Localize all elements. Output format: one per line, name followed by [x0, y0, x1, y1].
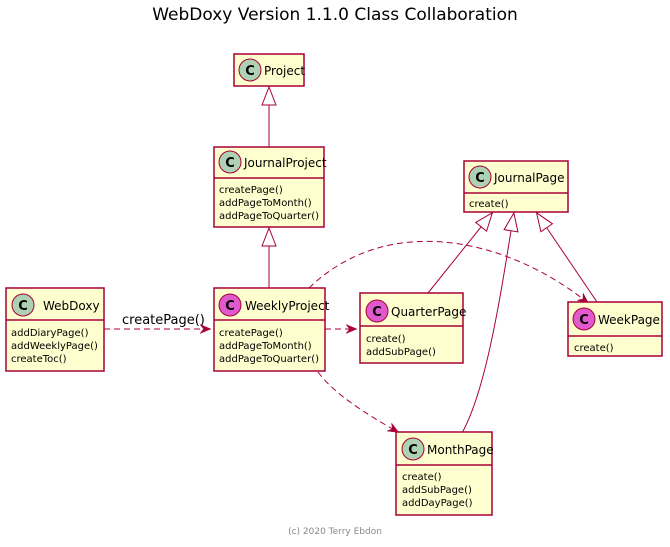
- method: addPageToQuarter(): [219, 354, 319, 365]
- edge-label-create-page: createPage(): [122, 313, 205, 328]
- class-icon: [401, 437, 425, 461]
- class-icon: [238, 58, 262, 82]
- class-icon-letter: C: [475, 171, 485, 186]
- class-journal-page: C JournalPage create(): [463, 160, 569, 213]
- class-name: WebDoxy: [43, 299, 100, 313]
- method: addPageToQuarter(): [219, 211, 319, 222]
- method: addDiaryPage(): [11, 328, 89, 339]
- class-name: JournalPage: [493, 171, 565, 185]
- class-icon-letter: C: [372, 305, 382, 320]
- method: addPageToMonth(): [219, 341, 312, 352]
- method: create(): [402, 472, 442, 483]
- method: addSubPage(): [402, 485, 472, 496]
- method: create(): [366, 334, 406, 345]
- class-month-page: C MonthPage create() addSubPage() addDay…: [395, 431, 494, 516]
- method: addPageToMonth(): [219, 198, 312, 209]
- method: createToc(): [11, 354, 67, 365]
- method: createPage(): [219, 185, 283, 196]
- class-week-page: C WeekPage create(): [567, 301, 663, 357]
- edge-weekpage-to-journalpage: [535, 212, 598, 303]
- class-icon: [468, 165, 492, 189]
- method: addWeeklyPage(): [11, 341, 98, 352]
- method: create(): [574, 343, 614, 354]
- class-icon: [11, 293, 35, 317]
- class-icon-letter: C: [225, 156, 235, 171]
- class-icon: [218, 150, 242, 174]
- class-icon: [365, 299, 389, 323]
- class-name: WeekPage: [598, 313, 660, 327]
- class-icon-letter: C: [579, 313, 589, 328]
- edge-weeklyproject-to-weekpage: [308, 240, 588, 303]
- edge-monthpage-to-journalpage: [461, 212, 514, 434]
- class-weekly-project: C WeeklyProject createPage() addPageToMo…: [213, 287, 330, 372]
- class-project: C Project: [233, 53, 305, 87]
- class-name: JournalProject: [243, 156, 327, 170]
- edge-weeklyproject-to-monthpage: [317, 371, 398, 432]
- footer-copyright: (c) 2020 Terry Ebdon: [288, 527, 382, 537]
- method: createPage(): [219, 328, 283, 339]
- class-icon-letter: C: [408, 443, 418, 458]
- class-name: Project: [264, 64, 305, 78]
- class-icon-letter: C: [225, 299, 235, 314]
- method: addDayPage(): [402, 498, 473, 509]
- method: addSubPage(): [366, 347, 436, 358]
- diagram-title: WebDoxy Version 1.1.0 Class Collaboratio…: [152, 5, 518, 25]
- edges: [104, 86, 598, 434]
- class-webdoxy: C WebDoxy addDiaryPage() addWeeklyPage()…: [5, 287, 105, 372]
- edge-quarterpage-to-journalpage: [427, 211, 494, 294]
- class-icon-letter: C: [18, 299, 28, 314]
- class-quarter-page: C QuarterPage create() addSubPage(): [359, 292, 466, 364]
- method: create(): [469, 199, 509, 210]
- class-name: QuarterPage: [391, 305, 466, 319]
- class-icon: [572, 307, 596, 331]
- class-journal-project: C JournalProject createPage() addPageToM…: [213, 146, 327, 228]
- class-icon-letter: C: [245, 64, 255, 79]
- class-name: WeeklyProject: [245, 299, 330, 313]
- class-icon: [218, 293, 242, 317]
- class-name: MonthPage: [427, 443, 494, 457]
